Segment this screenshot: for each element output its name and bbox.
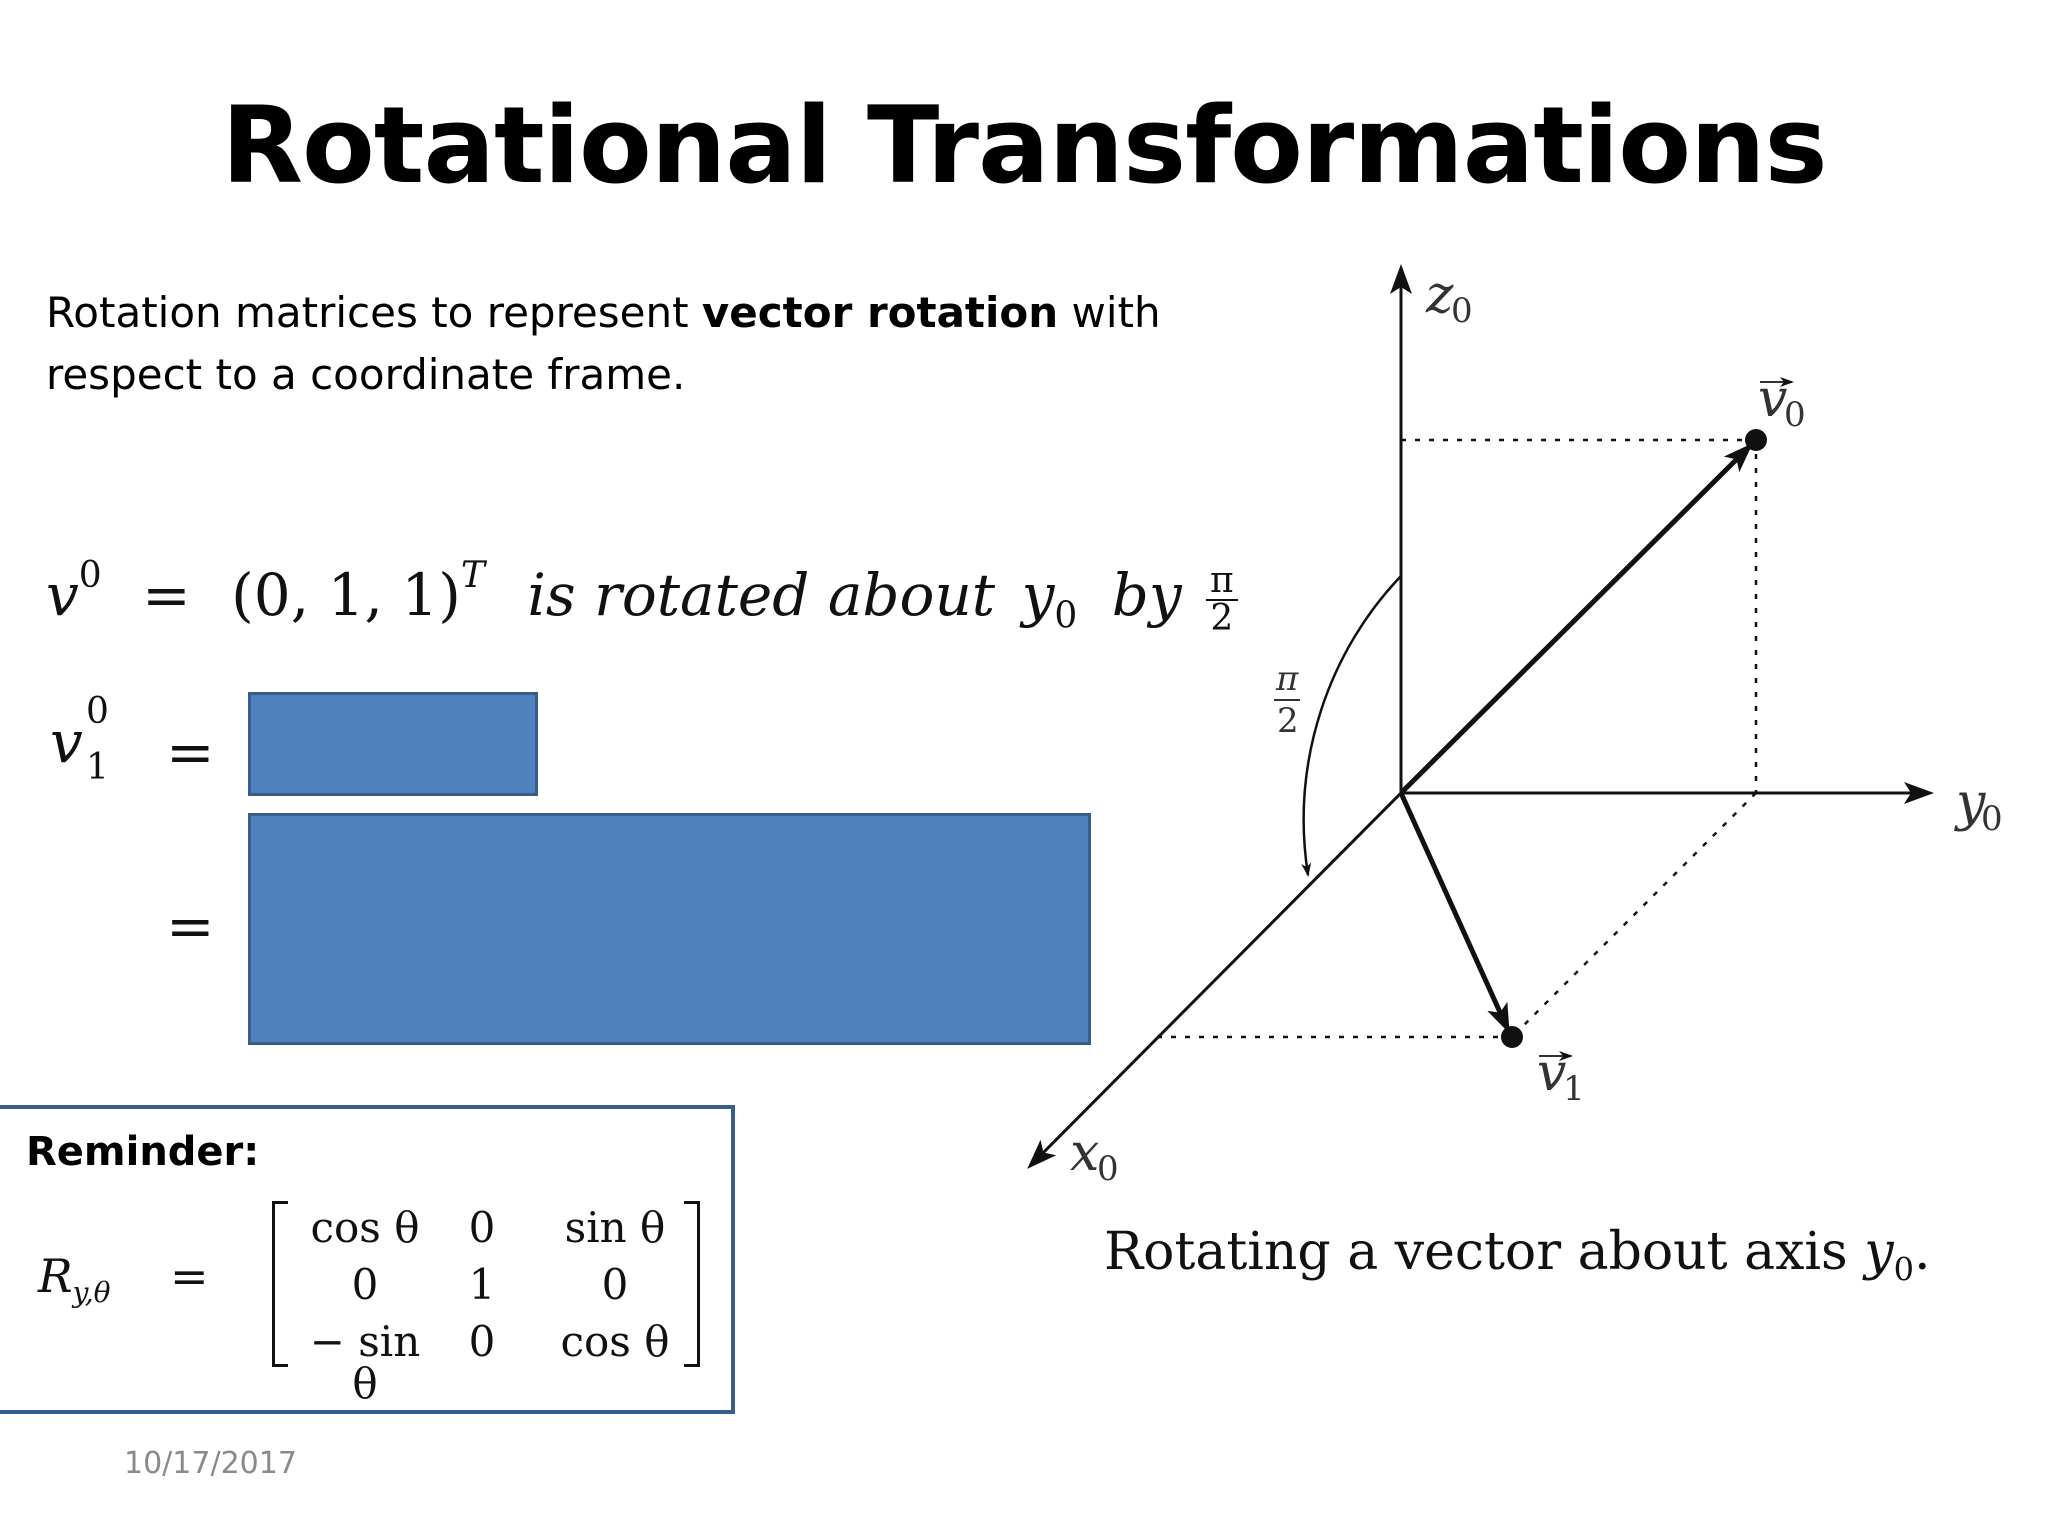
derivation-equals-2: =: [166, 892, 215, 960]
matrix-cell: 0: [601, 1260, 629, 1309]
statement-angle-den: 2: [1210, 597, 1234, 639]
derivation-lhs-sub: 1: [86, 747, 109, 788]
statement-lhs: v: [46, 561, 79, 629]
caption-axis: y: [1864, 1222, 1894, 1282]
vector-v0: [1399, 443, 1753, 795]
rotation-arc: [1301, 575, 1402, 877]
intro-bold-text: vector rotation: [701, 288, 1059, 337]
statement-angle-num: π: [1206, 562, 1238, 601]
statement-lhs-sup: 0: [78, 555, 102, 596]
vector-v1: [1398, 791, 1511, 1034]
caption-text: Rotating a vector about axis: [1104, 1222, 1848, 1282]
derivation-lhs-sup: 0: [86, 691, 109, 732]
reminder-lhs: Ry,θ: [38, 1249, 111, 1309]
statement-axis: y: [1021, 561, 1055, 629]
caption-axis-sub: 0: [1893, 1250, 1915, 1289]
statement-equals: =: [142, 561, 191, 629]
vector-v1-point: [1501, 1026, 1523, 1048]
hidden-answer-box-1: [248, 692, 538, 796]
y-axis-sub: 0: [1981, 799, 2003, 839]
hidden-answer-box-2: [248, 813, 1091, 1045]
matrix-cell: 0: [351, 1260, 379, 1309]
intro-text-after: with respect to a coordinate frame.: [46, 288, 1161, 399]
guide-y-to-v1: [1511, 792, 1757, 1038]
z-axis-sub: 0: [1451, 291, 1473, 331]
matrix-cell: cos θ: [310, 1203, 420, 1252]
derivation-lhs-symbol: v: [50, 708, 83, 776]
matrix-cell: 0: [468, 1203, 496, 1252]
matrix-cell: sin θ: [564, 1203, 666, 1252]
statement-vector: (0, 1, 1): [231, 561, 461, 629]
y-axis-label: y: [1954, 773, 1986, 833]
statement-text: is rotated about: [527, 561, 996, 629]
statement-angle-fraction: π 2: [1206, 562, 1238, 639]
reminder-box: Reminder: Ry,θ = cos θ 0 sin θ 0 1 0 − s…: [0, 1105, 735, 1414]
matrix-right-bracket: [684, 1201, 700, 1367]
reminder-title: Reminder:: [26, 1129, 260, 1175]
diagram-angle-num: π: [1275, 659, 1299, 699]
reminder-lhs-symbol: R: [38, 1249, 73, 1303]
reminder-lhs-sub: y,θ: [72, 1276, 111, 1310]
intro-text: Rotation matrices to represent vector ro…: [46, 282, 1186, 406]
slide-date: 10/17/2017: [124, 1446, 297, 1481]
statement-transpose: T: [460, 555, 485, 596]
slide-title: Rotational Transformations: [221, 84, 1827, 207]
v0-label-sub: 0: [1784, 395, 1806, 435]
reminder-equals: =: [170, 1249, 209, 1303]
matrix-cell: − sin θ: [309, 1317, 421, 1408]
matrix-cell: 1: [468, 1260, 496, 1309]
intro-text-before: Rotation matrices to represent: [46, 288, 702, 337]
z-axis-label: z: [1425, 265, 1454, 325]
v1-label: v: [1537, 1043, 1566, 1103]
caption-end: .: [1914, 1222, 1931, 1282]
matrix-cell: 0: [468, 1317, 496, 1366]
matrix-left-bracket: [272, 1201, 288, 1367]
statement-by: by: [1111, 561, 1182, 629]
statement-axis-sub: 0: [1054, 595, 1078, 637]
derivation-lhs: v 0 1: [50, 694, 109, 786]
v0-label: v: [1758, 369, 1787, 429]
matrix-cell: cos θ: [560, 1317, 670, 1366]
x-axis: [1027, 791, 1403, 1169]
vector-v0-point: [1745, 429, 1767, 451]
rotation-statement: v0 = (0, 1, 1)T is rotated about y0 by π…: [46, 555, 1238, 637]
diagram-angle-den: 2: [1277, 701, 1299, 741]
x-axis-label: x: [1070, 1123, 1099, 1183]
x-axis-sub: 0: [1097, 1149, 1119, 1189]
diagram-caption: Rotating a vector about axis y0.: [1104, 1222, 1931, 1288]
derivation-equals-1: =: [166, 718, 215, 786]
v1-label-sub: 1: [1563, 1069, 1585, 1109]
